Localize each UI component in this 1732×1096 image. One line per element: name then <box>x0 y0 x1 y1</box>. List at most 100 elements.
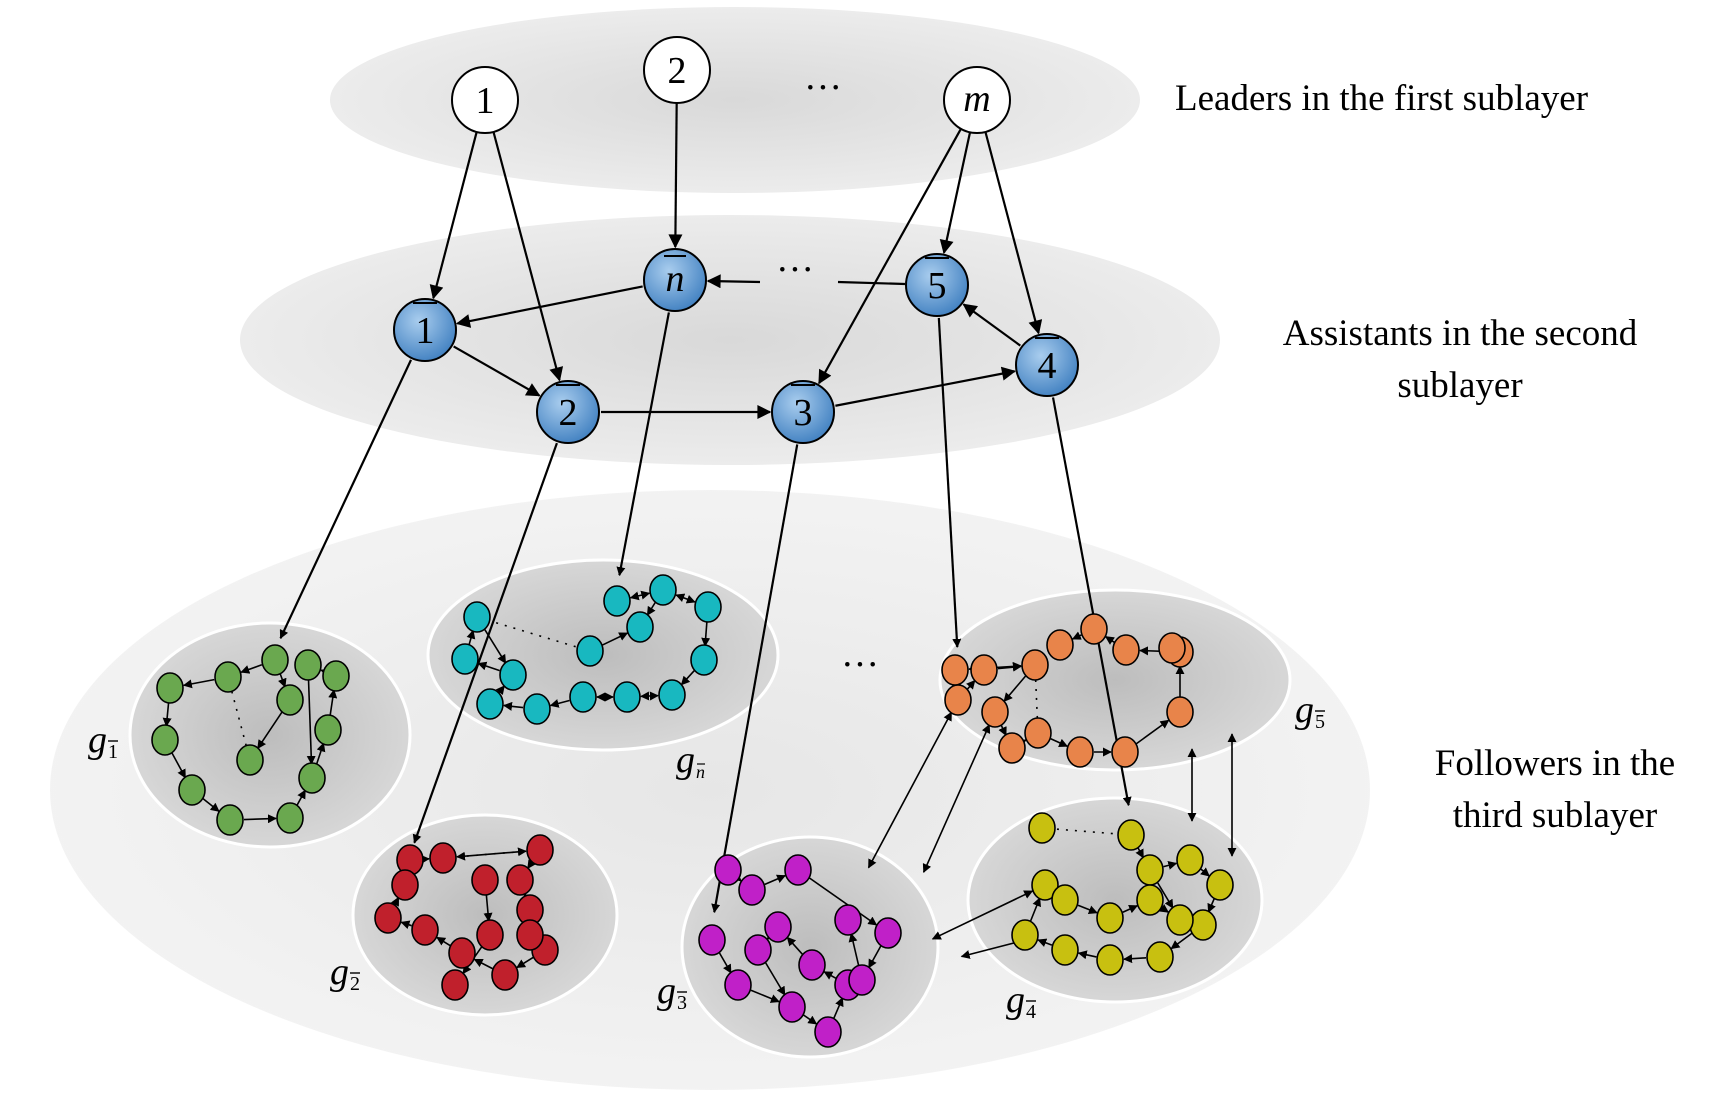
follower-node-gn-1 <box>649 574 677 606</box>
follower-node-g3-11 <box>848 964 876 996</box>
edge-g3-5-6 <box>786 936 804 956</box>
group-label-g5: g 5 <box>1295 689 1325 733</box>
edge-gn-12-13 <box>602 632 629 646</box>
follower-node-g2-10 <box>391 869 419 901</box>
edge-g1-0-11 <box>278 672 287 688</box>
follower-node-g3-13 <box>834 904 862 936</box>
assistant-node-1-label: 1 <box>416 310 435 352</box>
edge-g3-9-2 <box>764 961 786 996</box>
svg-text:g: g <box>1295 689 1314 731</box>
follower-node-g4-11 <box>1096 902 1124 934</box>
svg-text:g: g <box>88 719 107 761</box>
edge-gn-dotted <box>491 620 576 648</box>
edge-g2-2-3 <box>527 859 537 870</box>
assistant-node-n-label: n <box>666 258 685 300</box>
edge-g2-7-8 <box>436 936 451 947</box>
follower-node-gn-12 <box>576 635 604 667</box>
follower-node-g5-8 <box>1111 736 1139 768</box>
follower-node-gn-6 <box>569 681 597 713</box>
follower-node-g5-1 <box>970 654 998 686</box>
leaders-layer-caption: Leaders in the first sublayer <box>1175 78 1588 119</box>
edge-gn-6-7 <box>549 699 570 708</box>
svg-text:1: 1 <box>108 741 118 763</box>
edge-g4-4-5 <box>1170 932 1193 950</box>
edge-g4-1-13 <box>1156 881 1174 909</box>
edge-g5-8-7 <box>1135 719 1170 745</box>
leader-node-2: 2 <box>643 36 711 104</box>
assistant-node-1: 1 <box>393 298 457 362</box>
follower-node-g4-3 <box>1206 869 1234 901</box>
edge-gn-4-5 <box>640 691 659 701</box>
leader-node-m-label: m <box>963 78 990 120</box>
edge-g4-6-7 <box>1077 950 1097 960</box>
edge-a3-a4 <box>835 366 1016 407</box>
follower-node-g4-10 <box>1051 884 1079 916</box>
follower-node-g4-12 <box>1136 884 1164 916</box>
edge-lm-a3 <box>818 128 962 385</box>
edge-an-a1 <box>455 285 643 328</box>
follower-node-g2-8 <box>411 914 439 946</box>
edge-g2-9-10 <box>390 896 400 907</box>
follower-node-g5-11 <box>981 696 1009 728</box>
edge-g1-1-2 <box>182 678 215 689</box>
edges-layer <box>162 102 1237 1025</box>
follower-node-g5-9 <box>1066 736 1094 768</box>
assistant-node-5: 5 <box>905 253 969 317</box>
follower-node-gn-3 <box>690 644 718 676</box>
edge-g2-6-7 <box>473 958 493 970</box>
edge-gn-10-11 <box>483 628 507 664</box>
assistant-node-2-label: 2 <box>559 392 578 434</box>
svg-text:3: 3 <box>677 992 687 1014</box>
follower-node-g4-0 <box>1117 819 1145 851</box>
follower-node-g1-8 <box>314 714 342 746</box>
edge-g5-2-11 <box>1003 675 1027 703</box>
edge-g3-2-3 <box>803 1014 818 1025</box>
follower-node-g5-10 <box>1024 717 1052 749</box>
group-label-g3: g 3 <box>657 970 687 1014</box>
edge-g2-11-12 <box>483 893 493 922</box>
follower-node-g2-13 <box>441 969 469 1001</box>
edge-g3-11-13 <box>848 932 860 967</box>
follower-node-g4-7 <box>1051 934 1079 966</box>
edge-g3-12-11 <box>868 944 882 969</box>
follower-node-g1-12 <box>236 744 264 776</box>
follower-node-g2-12 <box>476 919 504 951</box>
edge-g3-1-2 <box>750 989 780 1003</box>
svg-text:g: g <box>657 970 676 1012</box>
follower-node-g1-7 <box>298 762 326 794</box>
edge-g4-12-13 <box>1159 903 1170 913</box>
edge-a2-group <box>412 442 558 844</box>
edge-l1-a2 <box>492 131 564 382</box>
follower-node-g3-9 <box>744 934 772 966</box>
group-label-g4: g 4 <box>1006 979 1036 1023</box>
group-label-g1: g 1 <box>88 719 118 763</box>
edge-l1-a1 <box>429 131 478 300</box>
edge-g4-0-1 <box>1135 846 1145 859</box>
follower-node-g3-7 <box>738 874 766 906</box>
follower-node-g3-8 <box>714 854 742 886</box>
follower-node-g2-7 <box>448 937 476 969</box>
edge-g4-1-2 <box>1163 860 1178 870</box>
edge-g2-5-6 <box>516 956 534 969</box>
edge-gn-2-3 <box>701 620 711 647</box>
follower-node-g4-9 <box>1031 869 1059 901</box>
svg-text:5: 5 <box>1315 711 1325 733</box>
follower-node-g4-13 <box>1166 904 1194 936</box>
follower-node-g5-13 <box>998 732 1026 764</box>
leader-node-2-label: 2 <box>668 50 687 92</box>
follower-node-g3-2 <box>778 991 806 1023</box>
assistant-node-n: n <box>643 248 707 312</box>
follower-node-gn-10 <box>463 601 491 633</box>
leader-node-m: m <box>943 66 1011 134</box>
edge-g1-10-7 <box>306 678 316 765</box>
follower-node-g3-0 <box>698 924 726 956</box>
edge-lm-a4 <box>984 131 1043 335</box>
assistant-node-3-label: 3 <box>794 392 813 434</box>
follower-node-g3-10 <box>784 854 812 886</box>
edge-gn-8-11 <box>495 685 505 696</box>
edge-cross-group-2 <box>931 890 1034 940</box>
group-label-g2: g 2 <box>330 951 360 995</box>
follower-node-g2-11 <box>471 864 499 896</box>
assistants-ellipsis: ··· <box>776 249 814 291</box>
